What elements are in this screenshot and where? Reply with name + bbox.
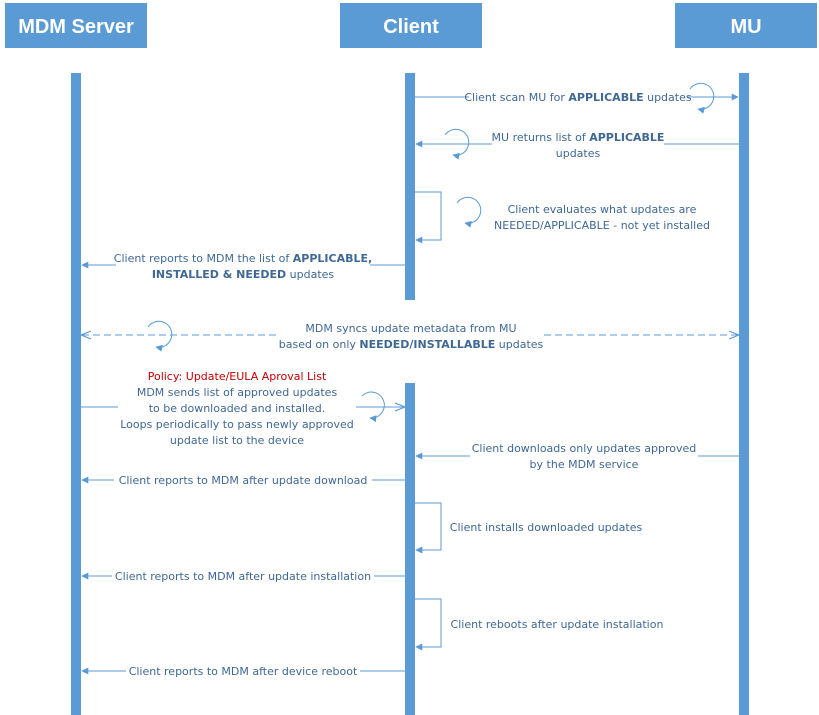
message-sends: Policy: Update/EULA Aproval List MDM sen… (81, 368, 404, 447)
message-syncs-line1: MDM syncs update metadata from MU (305, 322, 516, 335)
message-sends-line4: update list to the device (170, 434, 304, 447)
policy-label: Policy: Update/EULA Aproval List (148, 370, 327, 383)
loop-icon (361, 391, 385, 423)
message-downloads: Client downloads only updates approved b… (415, 441, 739, 471)
message-after-download: Client reports to MDM after update downl… (81, 473, 405, 487)
message-after-reboot: Client reports to MDM after device reboo… (81, 664, 405, 678)
lifeline-mu (739, 73, 749, 715)
header-mu-label: MU (730, 16, 761, 38)
message-evaluates-label-line1: Client evaluates what updates are (508, 203, 697, 216)
lifeline-client-active-2 (405, 383, 415, 715)
loop-icon (456, 196, 482, 228)
header-mdm-server: MDM Server (5, 3, 147, 48)
message-installs-label: Client installs downloaded updates (450, 521, 643, 534)
message-returns: MU returns list of APPLICABLE updates (415, 128, 739, 160)
loop-icon (444, 128, 470, 160)
message-downloads-line1: Client downloads only updates approved (472, 442, 697, 455)
message-sends-line2: to be downloaded and installed. (149, 402, 326, 415)
message-scan: Client scan MU for APPLICABLE updates (415, 82, 739, 114)
message-sends-line3: Loops periodically to pass newly approve… (120, 418, 354, 431)
message-after-download-label: Client reports to MDM after update downl… (119, 474, 368, 487)
message-downloads-line2: by the MDM service (530, 458, 639, 471)
message-after-install-label: Client reports to MDM after update insta… (115, 570, 371, 583)
message-evaluates-label-line2: NEEDED/APPLICABLE - not yet installed (494, 219, 710, 232)
message-reboots-label: Client reboots after update installation (451, 618, 664, 631)
loop-icon (147, 320, 173, 352)
message-returns-label-line2: updates (556, 147, 601, 160)
lifeline-mdm-server (71, 73, 81, 715)
lifeline-client-active-1 (405, 73, 415, 300)
message-reports-list: Client reports to MDM the list of APPLIC… (81, 250, 405, 281)
message-reboots: Client reboots after update installation (415, 598, 664, 651)
message-syncs-line2: based on only NEEDED/INSTALLABLE updates (279, 338, 544, 351)
message-after-install: Client reports to MDM after update insta… (81, 569, 405, 583)
message-scan-label: Client scan MU for APPLICABLE updates (464, 91, 691, 104)
message-installs: Client installs downloaded updates (415, 502, 643, 554)
message-returns-label-line1: MU returns list of APPLICABLE (492, 131, 665, 144)
message-evaluates: Client evaluates what updates are NEEDED… (415, 191, 710, 244)
message-after-reboot-label: Client reports to MDM after device reboo… (129, 665, 358, 678)
message-syncs: MDM syncs update metadata from MU based … (82, 320, 738, 352)
message-reports-list-line2: INSTALLED & NEEDED updates (152, 268, 335, 281)
header-mdm-server-label: MDM Server (18, 16, 134, 38)
header-client: Client (340, 3, 482, 48)
header-mu: MU (675, 3, 817, 48)
message-reports-list-line1: Client reports to MDM the list of APPLIC… (114, 252, 372, 265)
message-sends-line1: MDM sends list of approved updates (137, 386, 338, 399)
loop-icon (689, 82, 715, 114)
header-client-label: Client (383, 16, 439, 38)
